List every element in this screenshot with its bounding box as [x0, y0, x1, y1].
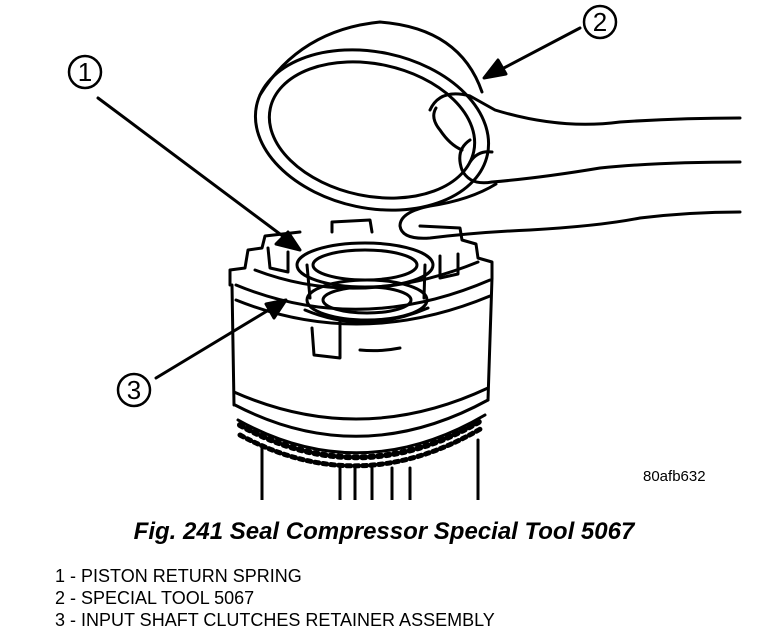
callout-number: 3 [127, 375, 141, 405]
hands-drawing [398, 92, 742, 240]
figure-id: 80afb632 [643, 468, 706, 485]
legend-item: 1 - PISTON RETURN SPRING [55, 566, 302, 586]
line-illustration: 1 2 3 [67, 4, 742, 500]
special-tool-drawing [253, 20, 491, 212]
legend-list: 1 - PISTON RETURN SPRING 2 - SPECIAL TOO… [55, 565, 495, 631]
callout-number: 1 [78, 57, 92, 87]
callout-leaders [96, 26, 582, 380]
clutch-retainer-drawing [228, 218, 494, 500]
figure-caption: Fig. 241 Seal Compressor Special Tool 50… [133, 518, 635, 545]
legend-item: 2 - SPECIAL TOOL 5067 [55, 588, 255, 608]
callout-circles [67, 4, 618, 408]
callout-number: 2 [593, 7, 607, 37]
legend-item: 3 - INPUT SHAFT CLUTCHES RETAINER ASSEMB… [55, 610, 495, 630]
